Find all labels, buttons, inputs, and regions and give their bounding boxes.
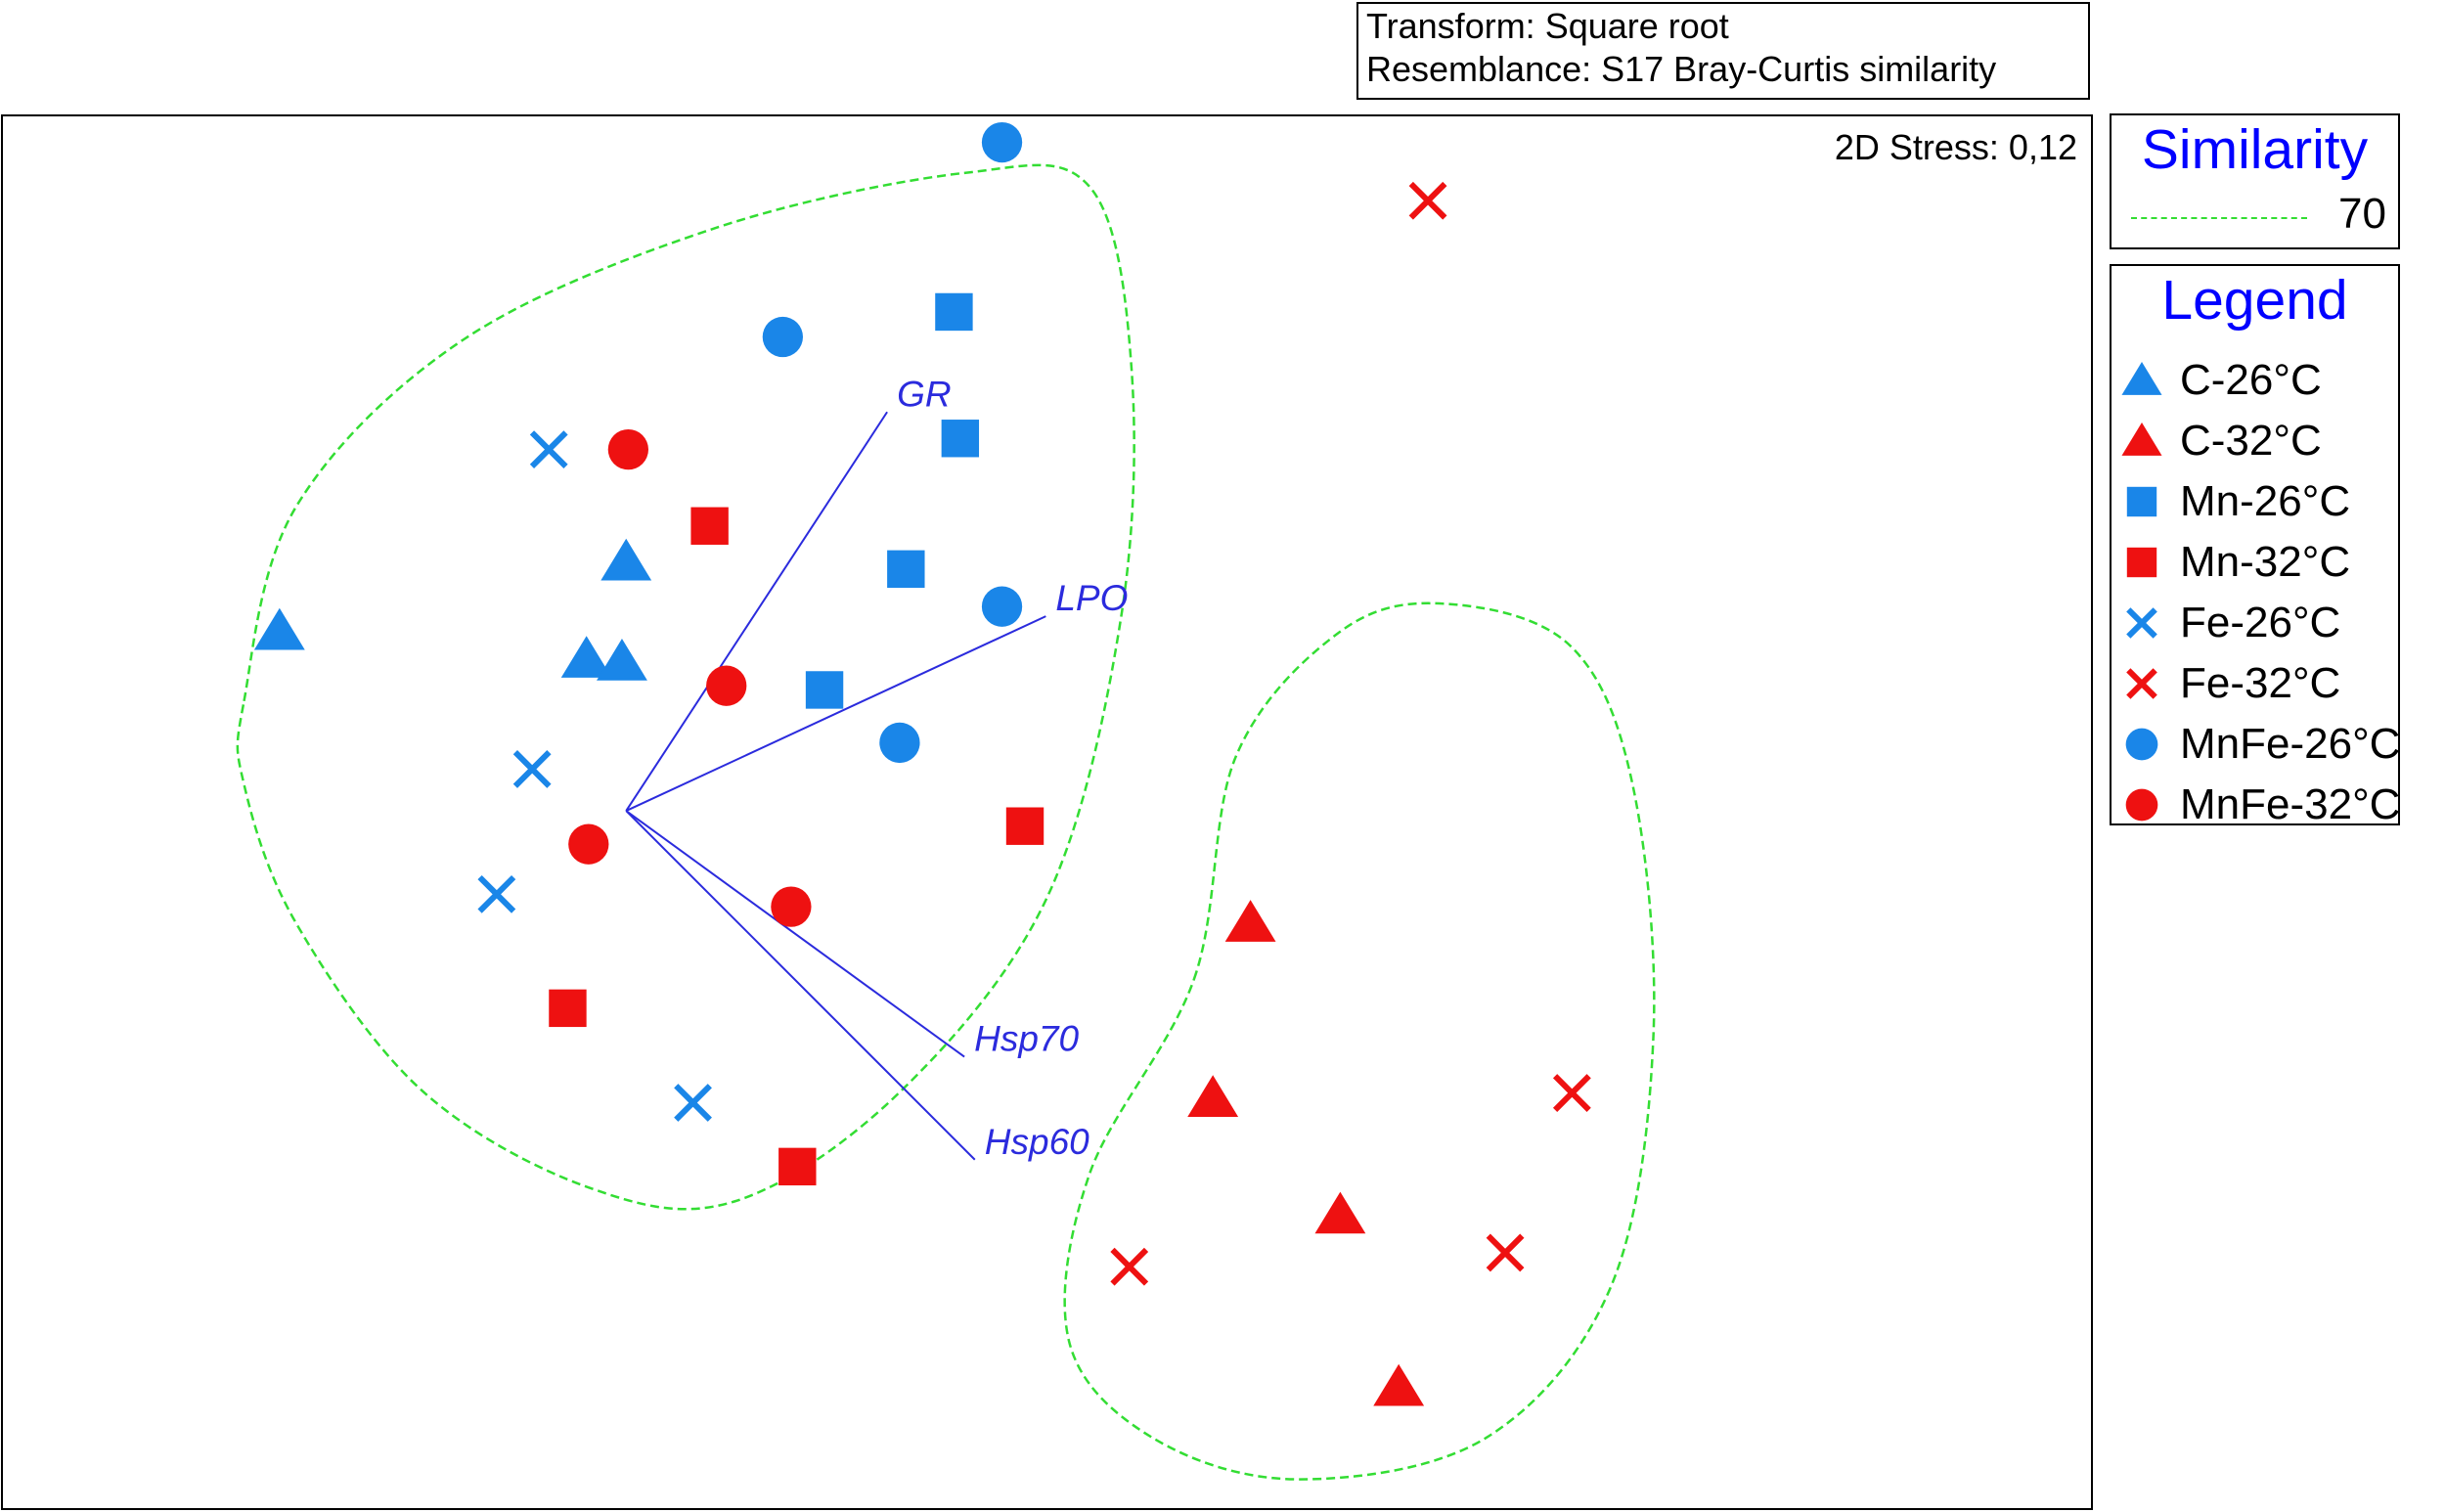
data-point (778, 1147, 817, 1186)
data-point (1486, 1233, 1525, 1272)
vector-gr (625, 411, 888, 812)
similarity-cluster-1 (236, 163, 1135, 1211)
vector-label-gr: GR (897, 374, 952, 414)
legend-marker-triangle-icon (2121, 362, 2162, 395)
data-point (607, 428, 649, 470)
legend-item: Mn-26°C (2112, 469, 2400, 530)
transform-info-box: Transform: Square root Resemblance: S17 … (1356, 2, 2090, 100)
data-point (941, 420, 980, 458)
stress-label: 2D Stress: 0,12 (1834, 127, 2077, 167)
similarity-title: Similarity (2141, 118, 2369, 181)
data-point (597, 639, 647, 681)
data-point (935, 292, 973, 332)
data-point (981, 121, 1023, 163)
legend-marker-square-icon (2126, 547, 2157, 578)
legend-marker (2121, 422, 2162, 456)
similarity-box: Similarity 70 (2110, 113, 2400, 249)
legend-marker (2126, 668, 2157, 699)
similarity-cluster-2 (1063, 601, 1656, 1481)
data-point (805, 671, 844, 709)
sample-points (253, 121, 1591, 1406)
data-point (253, 607, 305, 650)
legend-label: Mn-32°C (2180, 538, 2351, 586)
data-point (529, 430, 568, 469)
vector-label-hsp60: Hsp60 (985, 1122, 1089, 1162)
transform-label: Transform: Square root (1366, 6, 1729, 46)
legend-marker (2126, 547, 2157, 578)
legend-item: C-32°C (2112, 409, 2400, 469)
data-point (568, 823, 609, 865)
data-point (560, 636, 612, 678)
vector-hsp70 (625, 810, 965, 1058)
data-point (706, 665, 747, 706)
legend-marker (2126, 607, 2157, 639)
data-point (477, 874, 516, 913)
legend-marker (2125, 788, 2158, 822)
legend-label: MnFe-26°C (2180, 720, 2401, 768)
vector-label-hsp70: Hsp70 (974, 1019, 1079, 1059)
data-point (1110, 1247, 1149, 1286)
data-point (1314, 1191, 1366, 1234)
legend-marker-circle-icon (2125, 788, 2158, 822)
legend-marker-square-icon (2126, 486, 2157, 517)
legend-marker-cross-icon (2126, 668, 2157, 699)
data-point (690, 507, 729, 545)
vector-label-lpo: LPO (1055, 578, 1128, 618)
legend-marker-cross-icon (2126, 607, 2157, 639)
data-point (1552, 1074, 1591, 1112)
legend-label: Fe-32°C (2180, 659, 2341, 707)
legend-box: Legend C-26°C C-32°C Mn-26°C Mn-32°C Fe-26°C… (2110, 264, 2400, 828)
data-point (1224, 900, 1276, 942)
data-point (512, 750, 552, 788)
legend-marker (2125, 728, 2158, 761)
data-point (981, 586, 1023, 627)
legend-marker (2126, 486, 2157, 517)
data-point (674, 1084, 712, 1122)
similarity-clusters (236, 163, 1656, 1481)
legend-label: MnFe-32°C (2180, 780, 2401, 828)
vector-hsp60 (625, 810, 976, 1161)
data-point (887, 550, 925, 589)
vector-lpo (625, 615, 1046, 812)
data-point (1005, 807, 1045, 845)
similarity-dashed-line (2131, 217, 2307, 219)
legend-label: C-32°C (2180, 417, 2322, 465)
legend-label: C-26°C (2180, 356, 2322, 404)
legend-marker (2121, 362, 2162, 395)
legend-label: Mn-26°C (2180, 477, 2351, 525)
data-point (549, 989, 587, 1028)
data-point (879, 722, 920, 764)
legend-item: Mn-32°C (2112, 530, 2400, 591)
data-point (1408, 181, 1447, 220)
legend-item: Fe-26°C (2112, 591, 2400, 651)
data-point (600, 538, 652, 581)
data-point (771, 886, 812, 927)
plot-frame (1, 114, 2093, 1510)
legend-item: MnFe-26°C (2112, 712, 2400, 773)
similarity-value: 70 (2338, 190, 2386, 238)
data-point (762, 316, 803, 358)
legend-item: C-26°C (2112, 348, 2400, 409)
data-point (1187, 1075, 1239, 1117)
legend-marker-triangle-icon (2121, 422, 2162, 456)
legend-label: Fe-26°C (2180, 599, 2341, 646)
legend-item: Fe-32°C (2112, 651, 2400, 712)
legend-marker-circle-icon (2125, 728, 2158, 761)
legend-item: MnFe-32°C (2112, 773, 2400, 833)
legend-title: Legend (2161, 269, 2348, 332)
resemblance-label: Resemblance: S17 Bray-Curtis similarity (1366, 49, 1997, 89)
data-point (1373, 1363, 1425, 1406)
